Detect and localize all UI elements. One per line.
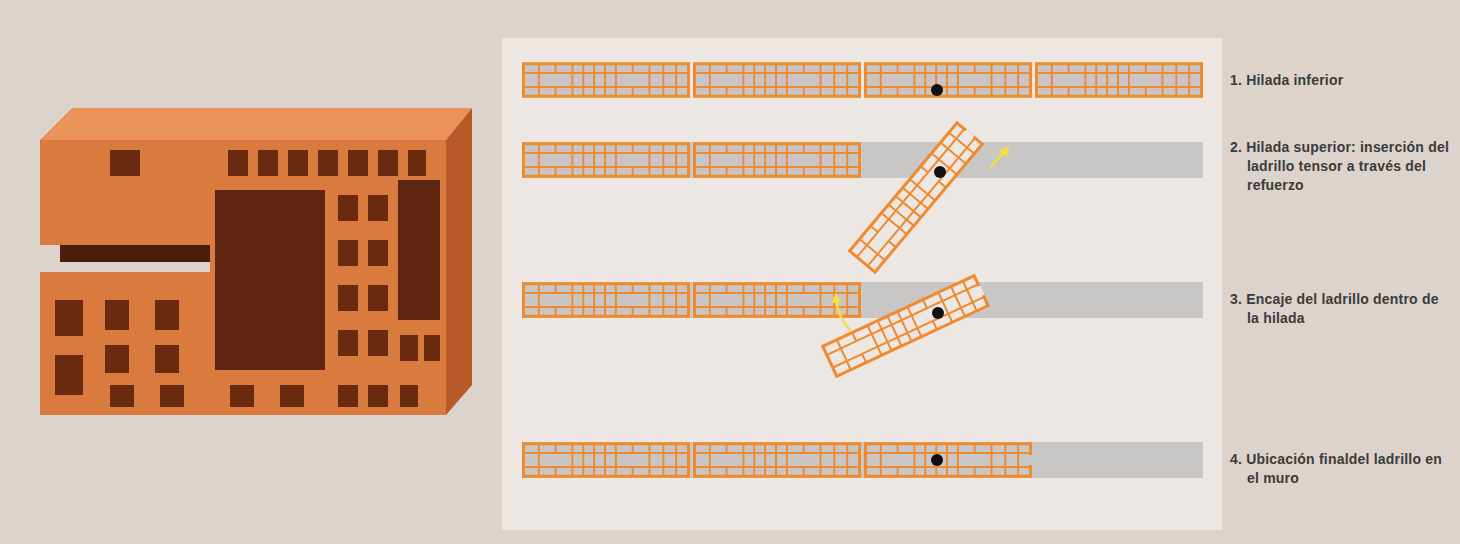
brick-top	[40, 108, 472, 140]
brick-side	[446, 108, 472, 415]
step-label: 4. Ubicación finaldel ladrillo en el mur…	[1230, 450, 1454, 488]
brick-photo	[40, 108, 472, 415]
brick	[522, 142, 690, 178]
brick	[522, 282, 690, 318]
brick	[693, 62, 861, 98]
rebar-dot	[931, 454, 943, 466]
brick	[848, 121, 985, 274]
rebar-dot	[934, 166, 946, 178]
brick	[522, 442, 690, 478]
brick	[864, 62, 1032, 98]
tensor-brick	[848, 121, 985, 274]
brick-holes	[55, 150, 440, 407]
course-band	[522, 142, 1203, 178]
course-band	[522, 282, 1203, 318]
brick-big-hole	[215, 190, 325, 370]
panel	[502, 38, 1222, 530]
brick	[693, 142, 861, 178]
brick-front	[40, 140, 446, 415]
rebar-dot	[932, 307, 944, 319]
brick-slot	[40, 245, 210, 272]
step-label: 3. Encaje del ladrillo dentro de la hila…	[1230, 290, 1454, 328]
step-label: 1. Hilada inferior	[1230, 71, 1454, 90]
course-band	[522, 442, 1203, 478]
tensor-brick	[864, 442, 1032, 478]
brick	[821, 274, 990, 378]
brick	[522, 62, 690, 98]
motion-arrow	[990, 150, 1006, 168]
tensor-brick	[821, 274, 990, 378]
brick-slot-shadow	[60, 245, 210, 262]
step-label: 2. Hilada superior: inserción del ladril…	[1230, 138, 1454, 195]
motion-arrow	[836, 298, 850, 330]
brick	[693, 442, 861, 478]
rebar-dot	[931, 84, 943, 96]
brick-big-hole	[398, 180, 440, 320]
brick	[1035, 62, 1203, 98]
